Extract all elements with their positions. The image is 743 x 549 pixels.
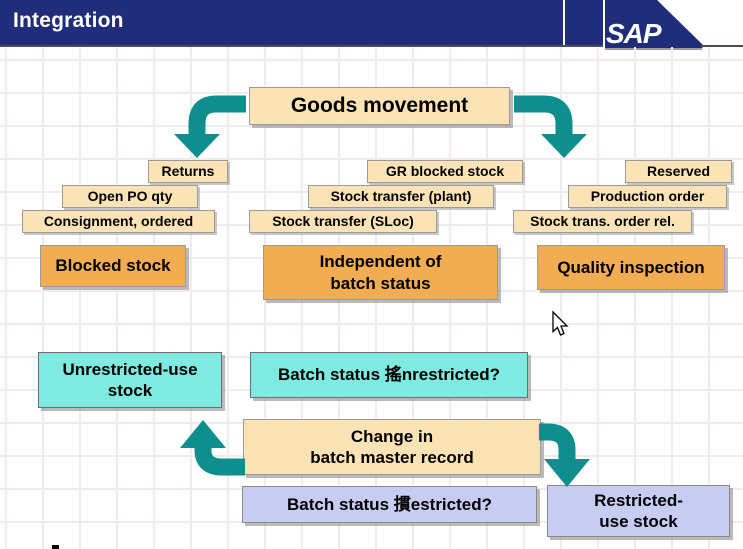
unrestricted-use-stock-box: Unrestricted-use stock <box>38 352 222 408</box>
batch-status-unrestricted-box: Batch status 搖nrestricted? <box>250 352 528 398</box>
label-open-po-qty: Open PO qty <box>62 185 198 208</box>
page-title: Integration <box>13 9 124 32</box>
clipped-bullet-mark <box>52 545 59 549</box>
label-gr-blocked-stock: GR blocked stock <box>367 160 523 183</box>
label-consignment-ordered: Consignment, ordered <box>22 210 215 233</box>
label-returns: Returns <box>148 160 228 183</box>
label-reserved: Reserved <box>625 160 732 183</box>
restricted-use-stock-box: Restricted- use stock <box>547 485 730 537</box>
label-stock-transfer-plant: Stock transfer (plant) <box>308 185 494 208</box>
quality-inspection-box: Quality inspection <box>537 245 725 290</box>
label-stock-transfer-sloc: Stock transfer (SLoc) <box>249 210 437 233</box>
batch-status-restricted-box: Batch status 摜estricted? <box>242 486 537 523</box>
label-stock-trans-order-rel: Stock trans. order rel. <box>513 210 692 233</box>
change-batch-master-record-box: Change in batch master record <box>243 419 541 475</box>
goods-movement-box: Goods movement <box>249 87 510 125</box>
label-production-order: Production order <box>568 185 727 208</box>
blocked-stock-box: Blocked stock <box>40 245 186 287</box>
title-bar: Integration <box>0 0 743 47</box>
independent-of-batch-status-box: Independent of batch status <box>263 245 498 300</box>
